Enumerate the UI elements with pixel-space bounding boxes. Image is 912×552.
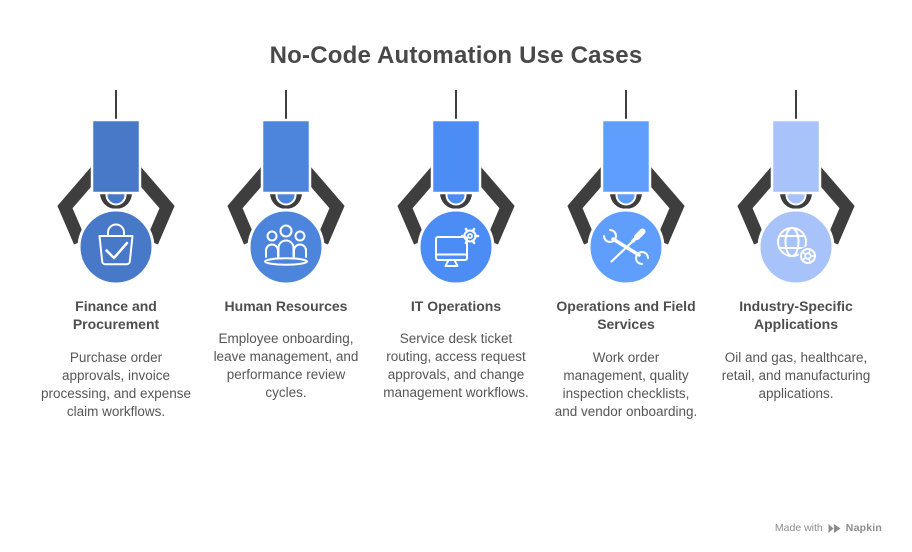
use-case-title: IT Operations bbox=[410, 298, 502, 314]
use-case-columns: Finance and Procurement Purchase order a… bbox=[31, 90, 881, 421]
column-finance-procurement: Finance and Procurement Purchase order a… bbox=[31, 90, 201, 421]
claw-arm-left bbox=[57, 165, 102, 245]
claw-arm-right bbox=[470, 165, 515, 245]
claw-arm-left bbox=[567, 165, 612, 245]
globe-wheel-icon bbox=[777, 227, 818, 266]
page-title: No-Code Automation Use Cases bbox=[269, 42, 643, 69]
credit-brand: Napkin bbox=[845, 522, 882, 534]
icon-circle bbox=[77, 208, 155, 286]
claw-body bbox=[90, 118, 142, 195]
use-case-title: Finance and Procurement bbox=[72, 298, 160, 333]
use-case-description: Employee onboarding, leave management, a… bbox=[213, 331, 359, 401]
claw-arm-right bbox=[130, 165, 175, 245]
claw-body bbox=[770, 118, 822, 195]
claw-graphic bbox=[397, 90, 515, 286]
icon-circle bbox=[247, 208, 325, 286]
claw-arm-right bbox=[810, 165, 855, 245]
use-case-title: Operations and Field Services bbox=[556, 298, 696, 333]
column-it-operations: IT Operations Service desk ticket routin… bbox=[371, 90, 541, 421]
claw-body bbox=[430, 118, 482, 195]
claw-arm-left bbox=[737, 165, 782, 245]
icon-circle bbox=[417, 208, 495, 286]
claw-arm-right bbox=[640, 165, 685, 245]
claw-graphic bbox=[227, 90, 345, 286]
column-human-resources: Human Resources Employee onboarding, lea… bbox=[201, 90, 371, 421]
use-case-description: Work order management, quality inspectio… bbox=[554, 349, 698, 419]
monitor-gear-icon bbox=[435, 227, 480, 267]
column-operations-field-services: Operations and Field Services Work order… bbox=[541, 90, 711, 421]
napkin-logo-icon bbox=[828, 523, 841, 533]
claw-graphic bbox=[57, 90, 175, 286]
claw-body bbox=[260, 118, 312, 195]
column-industry-specific: Industry-Specific Applications Oil and g… bbox=[711, 90, 881, 421]
made-with-napkin-credit: Made with Napkin bbox=[775, 522, 882, 534]
team-icon bbox=[264, 224, 308, 266]
use-case-title: Human Resources bbox=[224, 298, 348, 314]
shopping-bag-check-icon bbox=[98, 223, 134, 266]
claw-body bbox=[600, 118, 652, 195]
claw-graphic bbox=[737, 90, 855, 286]
use-case-description: Service desk ticket routing, access requ… bbox=[383, 331, 529, 401]
wrench-screwdriver-icon bbox=[603, 228, 649, 265]
use-case-title: Industry-Specific Applications bbox=[739, 298, 853, 333]
claw-arm-right bbox=[300, 165, 345, 245]
claw-graphic bbox=[567, 90, 685, 286]
use-case-description: Oil and gas, healthcare, retail, and man… bbox=[721, 349, 871, 401]
claw-arm-left bbox=[227, 165, 272, 245]
claw-arm-left bbox=[397, 165, 442, 245]
use-case-description: Purchase order approvals, invoice proces… bbox=[40, 349, 192, 419]
credit-prefix: Made with bbox=[774, 522, 823, 534]
